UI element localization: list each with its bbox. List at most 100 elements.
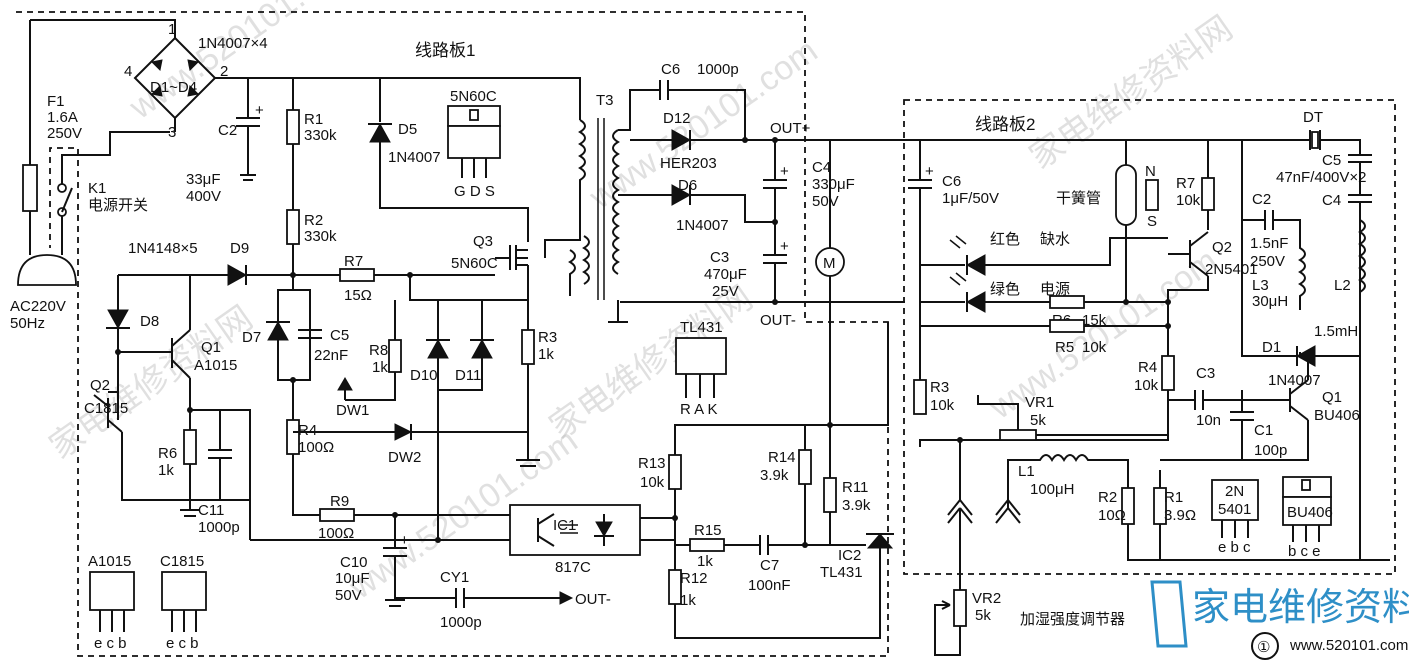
- component-label: 3.9Ω: [1164, 507, 1196, 524]
- component-label: DW1: [336, 402, 369, 419]
- wire-or-symbol: [1153, 487, 1167, 525]
- wire-or-symbol: [934, 600, 961, 656]
- component-label: D9: [230, 240, 249, 257]
- component-label: +: [925, 163, 934, 180]
- board2-title: 线路板2: [975, 115, 1035, 134]
- wire-or-symbol: [339, 268, 375, 282]
- wire-or-symbol: [267, 320, 289, 341]
- component-label: BU406: [1314, 407, 1360, 424]
- component-label: +: [255, 102, 264, 119]
- wire-or-symbol: [772, 219, 778, 225]
- wire-or-symbol: [675, 337, 727, 375]
- component-label: C7: [760, 557, 779, 574]
- component-label: 400V: [186, 188, 221, 205]
- component-label: C5: [1322, 152, 1341, 169]
- transformer-T3: T3: [544, 92, 620, 300]
- wire-or-symbol: [908, 140, 932, 380]
- component-label: 250V: [1250, 253, 1285, 270]
- wire-or-symbol: [447, 125, 501, 159]
- wire-or-symbol: [544, 198, 581, 258]
- component-label: 100μH: [1030, 481, 1075, 498]
- component-label: R2: [1098, 489, 1117, 506]
- wire-or-symbol: [1007, 454, 1390, 561]
- component-label: D8: [140, 313, 159, 330]
- optocoupler-IC1: [509, 504, 641, 556]
- component-label: CY1: [440, 569, 469, 586]
- wire-or-symbol: [161, 571, 207, 611]
- component-label: 3: [168, 124, 176, 141]
- component-label: 5k: [1030, 412, 1046, 429]
- fuse-name: F1: [47, 93, 65, 110]
- wire-or-symbol: [427, 338, 449, 359]
- component-label: 1.5mH: [1314, 323, 1358, 340]
- wire-or-symbol: [1295, 345, 1316, 367]
- component-label: D12: [663, 110, 691, 127]
- component-label: R3: [930, 379, 949, 396]
- wire-or-symbol: [772, 299, 778, 305]
- component-label: e b c: [1218, 539, 1251, 556]
- component-label: 干簧管: [1056, 190, 1101, 207]
- component-label: 25V: [712, 283, 739, 300]
- component-label: 1k: [158, 462, 174, 479]
- component-label: DW2: [388, 449, 421, 466]
- component-label: 10k: [1176, 192, 1201, 209]
- wire-or-symbol: [959, 395, 1019, 500]
- component-label: 2N5401: [1205, 261, 1258, 278]
- wire-or-symbol: [171, 610, 197, 632]
- component-label: 1000p: [697, 61, 739, 78]
- component-label: C3: [710, 249, 729, 266]
- component-label: 3.9k: [760, 467, 789, 484]
- secondary-circuit: + + M C6 1000p D12 HER203 D6 1N4007 C4 3…: [608, 61, 930, 329]
- wire-or-symbol: [236, 78, 260, 175]
- wire-or-symbol: [1230, 400, 1254, 460]
- component-label: Q1: [1322, 389, 1342, 406]
- component-label: IC1: [553, 517, 576, 534]
- wire-or-symbol: [671, 129, 692, 151]
- component-label: R6: [158, 445, 177, 462]
- component-label: A1015: [194, 357, 237, 374]
- wire-or-symbol: [395, 588, 560, 608]
- component-label: 1N4007: [676, 217, 729, 234]
- watermark: 家电维修资料网: [543, 279, 760, 447]
- board2-packages: 2N 5401 e b c BU406 b c e: [1211, 476, 1333, 560]
- wire-or-symbol: [672, 515, 678, 521]
- feedback-circuit: TL431 R A K R13 10k R12 1k R15 1k C7 100…: [638, 302, 894, 639]
- wire-or-symbol: [80, 131, 170, 156]
- component-label: S: [1147, 213, 1157, 230]
- component-label: 10Ω: [1098, 507, 1126, 524]
- wire-or-symbol: [521, 329, 535, 365]
- component-label: G D S: [454, 183, 495, 200]
- component-label: TL431: [680, 319, 723, 336]
- component-label: C4: [812, 159, 831, 176]
- component-label: 5k: [975, 607, 991, 624]
- wire-or-symbol: [435, 537, 441, 543]
- component-label: 15Ω: [344, 287, 372, 304]
- wire-or-symbol: [369, 122, 391, 143]
- component-label: 缺水: [1040, 231, 1070, 248]
- component-label: 1000p: [198, 519, 240, 536]
- out-plus: OUT+: [770, 120, 811, 137]
- wire-or-symbol: [227, 264, 248, 286]
- component-label: 817C: [555, 559, 591, 576]
- wire-or-symbol: [668, 454, 682, 490]
- wire-or-symbol: [266, 321, 322, 339]
- component-label: 电源: [1040, 281, 1070, 298]
- component-label: R A K: [680, 401, 718, 418]
- bridge-diodes: D1~D4: [150, 79, 197, 96]
- component-label: T3: [596, 92, 614, 109]
- component-label: e c b: [166, 635, 199, 652]
- component-label: 红色: [990, 231, 1020, 248]
- wire-or-symbol: [960, 276, 1209, 441]
- component-label: 330μF: [812, 176, 855, 193]
- component-label: R2: [304, 212, 323, 229]
- component-label: 2: [220, 63, 228, 80]
- component-label: 5N60C: [450, 88, 497, 105]
- wire-or-symbol: [957, 437, 963, 443]
- wire-or-symbol: [383, 515, 407, 607]
- wire-or-symbol: [290, 377, 296, 383]
- mosfet-Q3: Q3 5N60C: [451, 233, 529, 300]
- component-label: R4: [1138, 359, 1157, 376]
- diode-D5: D5 1N4007: [368, 78, 529, 242]
